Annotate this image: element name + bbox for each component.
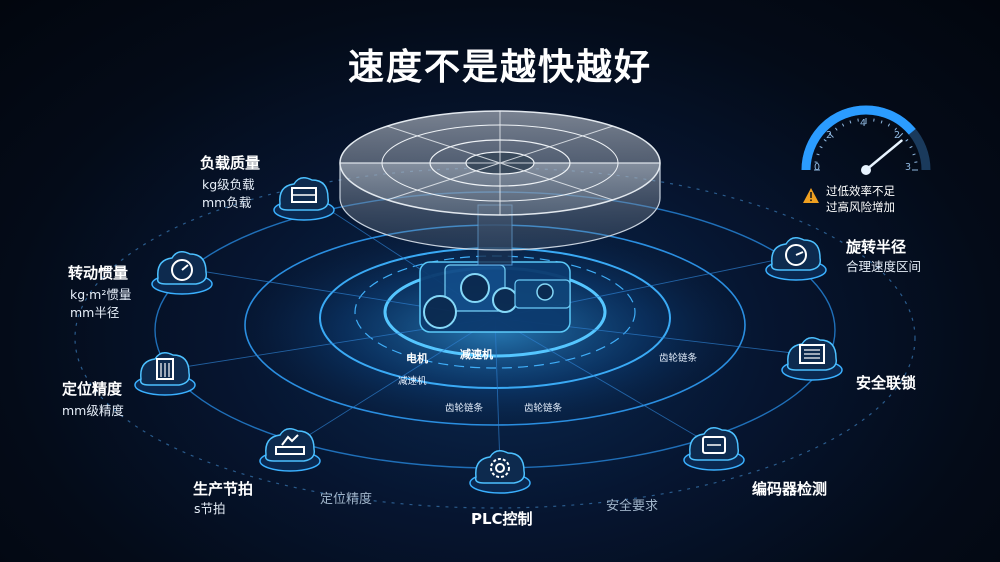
machine-label-motor: 电机 [406,352,428,365]
node-sub-inertia: kg·m²惯量 mm半径 [70,286,131,322]
node-sub-takt-line-1: s节拍 [194,501,226,516]
page-title: 速度不是越快越好 [347,47,652,88]
gauge-tick-3: 4 [860,118,867,129]
floor-label-right: 安全要求 [606,499,659,514]
node-label-interlock: 安全联锁 [856,374,917,392]
node-sub-load-line-1: kg级负载 [202,177,255,192]
gauge-tick-mark [909,145,913,149]
speed-gauge [801,105,931,175]
gauge-warnings: 过低效率不足 过高风险增加 [826,183,895,215]
gauge-tick-mark [835,127,838,131]
gauge-tick-mark [828,132,834,138]
gauge-tick-mark [894,127,897,131]
node-label-plc: PLC控制 [471,510,533,528]
gauge-tick-4: 2 [894,130,901,141]
machine-label-reducer-small: 减速机 [398,376,427,387]
node-sub-inertia-line-1: kg·m²惯量 [70,287,132,302]
cabinet-icon [134,352,196,396]
gauge-tick-mark [880,120,883,124]
machine-label-chain-2: 齿轮链条 [524,403,563,414]
node-sub-radius-line-1: 合理速度区间 [846,259,922,274]
load-module-icon [273,177,335,221]
node-label-inertia: 转动惯量 [68,264,129,282]
node-label-radius: 旋转半径 [846,238,907,256]
encoder-icon [683,427,745,471]
machine-label-chain-1: 齿轮链条 [445,403,484,414]
node-label-positioning: 定位精度 [62,380,123,398]
dial-icon [765,237,827,281]
gauge-tick-mark [905,139,909,142]
gear-icon [469,450,531,494]
gauge-tick-1: 0 [814,162,821,173]
node-sub-positioning: mm级精度 [62,402,124,420]
floor-label-left: 定位精度 [320,492,373,507]
node-sub-takt: s节拍 [194,500,226,518]
machine-label-reducer: 减速机 [460,348,493,361]
gauge-warning-high: 过高风险增加 [826,200,895,214]
node-sub-load: kg级负载 mm负载 [202,176,255,212]
gauge-tick-mark [849,120,852,124]
node-sub-inertia-line-2: mm半径 [70,305,120,320]
gauge-tick-mark [819,145,823,149]
gauge-warning-low: 过低效率不足 [826,184,895,198]
machine-label-chain-3: 齿轮链条 [659,353,698,364]
node-sub-load-line-2: mm负载 [202,195,252,210]
gauge-tick-mark [912,153,916,156]
gauge-tick-mark [816,153,820,156]
gauge-tick-mark [841,123,845,127]
node-sub-radius: 合理速度区间 [846,258,921,276]
gauge-tick-mark [887,123,891,127]
rotation-gauge-icon [151,251,213,295]
gauge-tick-mark [898,132,904,138]
gauge-tick-mark [823,139,827,142]
gauge-tick-5: 3 [905,162,912,173]
gauge-tick-2: 2 [826,130,833,141]
drive-assembly [419,261,571,333]
node-label-encoder: 编码器检测 [752,480,828,498]
panel-icon [781,337,843,381]
warning-icon [803,188,819,203]
node-label-takt: 生产节拍 [193,480,254,498]
node-sub-positioning-line-1: mm级精度 [62,403,124,418]
conveyor-icon [259,428,321,472]
rotary-table [339,110,661,251]
node-label-load: 负载质量 [200,154,261,172]
